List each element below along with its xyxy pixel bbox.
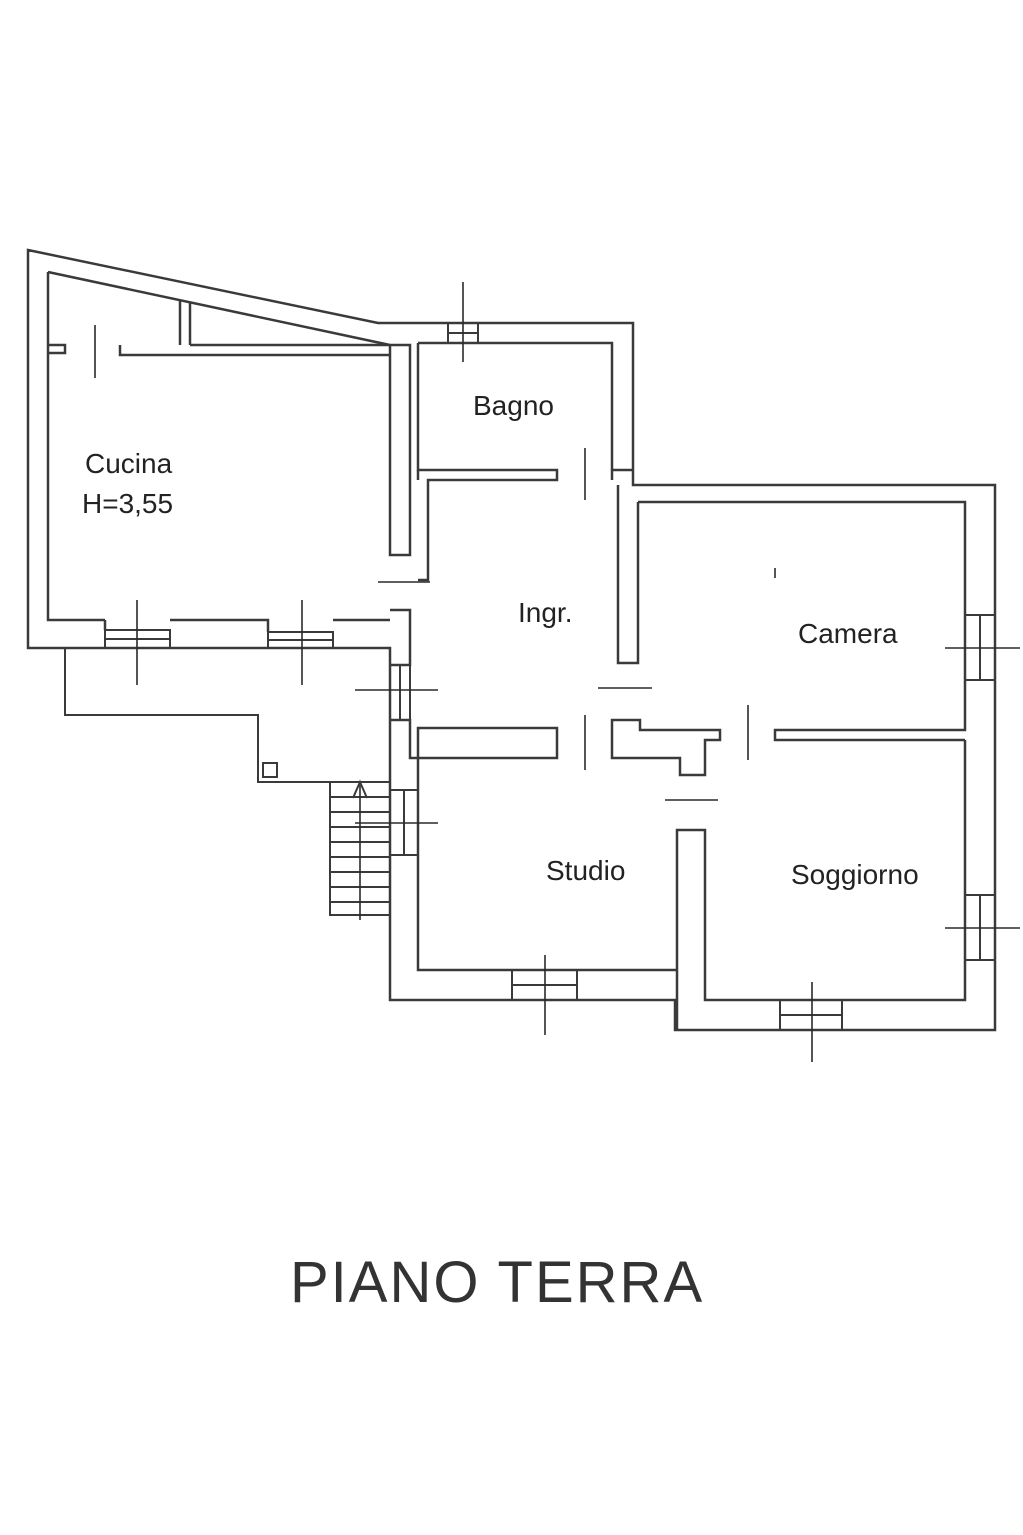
door-marks (94, 325, 776, 801)
label-cucina-height: H=3,55 (82, 488, 173, 519)
windows (103, 322, 996, 1031)
window-axes (136, 282, 1020, 1062)
room-labels: Cucina H=3,55 Bagno Ingr. Camera Studio … (82, 390, 919, 890)
label-studio: Studio (546, 855, 625, 886)
label-camera: Camera (798, 618, 898, 649)
bagno-walls (416, 341, 633, 582)
terrace-outline (64, 648, 391, 920)
label-cucina: Cucina (85, 448, 173, 479)
label-ingresso: Ingr. (518, 597, 572, 628)
label-bagno: Bagno (473, 390, 554, 421)
camera-walls (616, 485, 967, 742)
central-pier (610, 718, 722, 777)
plan-title: PIANO TERRA (290, 1250, 704, 1315)
label-soggiorno: Soggiorno (791, 859, 919, 890)
